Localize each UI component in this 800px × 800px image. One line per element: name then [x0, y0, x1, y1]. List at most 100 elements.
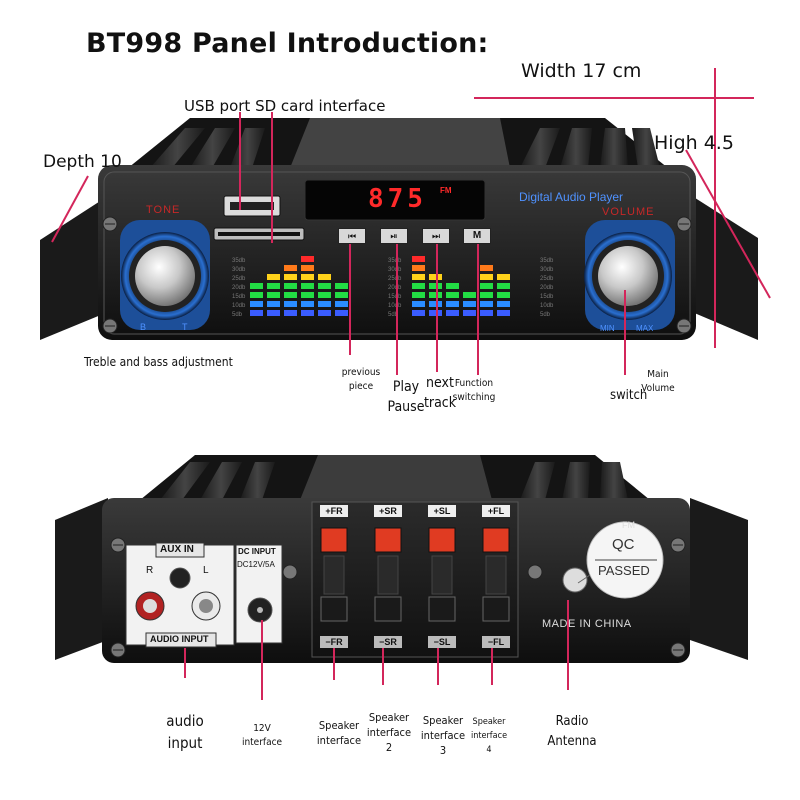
play-pause-button[interactable]: ⏯ — [380, 228, 408, 244]
eq-segment — [335, 301, 348, 307]
eq-segment — [497, 301, 510, 307]
eq-segment — [429, 274, 442, 280]
eq-segment — [284, 301, 297, 307]
next-track-icon: ⏭ — [431, 231, 441, 241]
eq-segment — [480, 274, 493, 280]
tone-knob[interactable] — [120, 220, 210, 330]
mode-icon: M — [472, 230, 482, 241]
eq-segment — [429, 301, 442, 307]
speaker-terminal-positive[interactable] — [374, 527, 402, 553]
tone-t-label: T — [182, 322, 188, 332]
eq-segment — [480, 310, 493, 316]
eq-segment — [480, 283, 493, 289]
aux-jack[interactable] — [169, 567, 191, 589]
width-label: Width 17 cm — [521, 60, 642, 82]
eq-segment — [301, 274, 314, 280]
eq-segment — [412, 301, 425, 307]
audio-input-tag: AUDIO INPUT — [150, 634, 209, 644]
label-treble-bass: Treble and bass adjustment — [84, 355, 233, 369]
eq-segment — [335, 283, 348, 289]
eq-segment — [412, 292, 425, 298]
speaker-terminal-body — [377, 555, 399, 595]
speaker-bottom-label: −FR — [320, 636, 348, 648]
speaker-bottom-label: −SL — [428, 636, 456, 648]
next-track-button[interactable]: ⏭ — [422, 228, 450, 244]
speaker-bottom-label: −SR — [374, 636, 402, 648]
label-next-track: next track — [423, 375, 457, 411]
eq-band-label: 10db — [540, 303, 554, 309]
speaker-terminal-negative[interactable] — [428, 596, 456, 622]
made-in-label: MADE IN CHINA — [542, 618, 632, 630]
eq-band-label: 5db — [388, 312, 399, 318]
eq-band-label: 35db — [232, 258, 246, 264]
usb-sd-label: USB port SD card interface — [184, 97, 386, 115]
speaker-terminal-positive[interactable] — [428, 527, 456, 553]
dc-plate — [235, 544, 283, 644]
speaker-terminal-body — [323, 555, 345, 595]
volume-knob[interactable] — [584, 220, 675, 330]
height-dimension-line — [714, 68, 716, 348]
eq-band-label: 25db — [232, 276, 246, 282]
eq-segment — [250, 283, 263, 289]
eq-segment — [267, 274, 280, 280]
eq-segment — [267, 310, 280, 316]
eq-segment — [497, 310, 510, 316]
page-title: BT998 Panel Introduction: — [86, 28, 489, 59]
display-fm-tag: FM — [440, 186, 452, 195]
speaker-terminal-positive[interactable] — [482, 527, 510, 553]
tone-label: TONE — [146, 204, 181, 216]
prev-track-icon: ⏮ — [347, 231, 357, 241]
speaker-terminal-negative[interactable] — [320, 596, 348, 622]
speaker-terminal-negative[interactable] — [374, 596, 402, 622]
qc-text: QC — [612, 536, 635, 553]
speaker-top-label: +FL — [482, 505, 510, 517]
eq-segment — [267, 292, 280, 298]
eq-segment — [318, 301, 331, 307]
mode-button[interactable]: M — [463, 228, 491, 244]
eq-segment — [301, 283, 314, 289]
tone-b-label: B — [140, 322, 147, 332]
speaker-terminal-negative[interactable] — [482, 596, 510, 622]
eq-segment — [284, 292, 297, 298]
prev-track-button[interactable]: ⏮ — [338, 228, 366, 244]
high-label: High 4.5 — [654, 132, 734, 154]
label-audio-input: audio input — [166, 712, 204, 752]
aux-in-label: AUX IN — [160, 544, 194, 555]
right-flange-back — [690, 498, 748, 660]
eq-band-label: 20db — [232, 285, 246, 291]
eq-segment — [301, 292, 314, 298]
eq-segment — [480, 265, 493, 271]
eq-segment — [497, 292, 510, 298]
left-flange-back — [55, 498, 108, 660]
eq-band-label: 35db — [388, 258, 402, 264]
speaker-top-label: +FR — [320, 505, 348, 517]
label-speaker1: Speaker interface — [316, 719, 362, 747]
eq-segment — [463, 310, 476, 316]
eq-segment — [446, 283, 459, 289]
heatsink-fins — [150, 128, 660, 168]
eq-segment — [318, 283, 331, 289]
eq-segment — [412, 283, 425, 289]
vol-max-label: MAX — [636, 324, 654, 333]
eq-segment — [284, 265, 297, 271]
eq-band-label: 15db — [232, 294, 246, 300]
vol-min-label: MIN — [600, 324, 615, 333]
eq-segment — [335, 292, 348, 298]
eq-segment — [497, 283, 510, 289]
back-unit — [55, 455, 748, 663]
speaker-terminal-positive[interactable] — [320, 527, 348, 553]
eq-segment — [412, 265, 425, 271]
dc-input-label: DC INPUT — [238, 547, 276, 556]
speaker-top-label: +SR — [374, 505, 402, 517]
speaker-terminal-body — [485, 555, 507, 595]
eq-segment — [284, 283, 297, 289]
aux-r-label: R — [146, 565, 154, 576]
led-display — [304, 179, 486, 221]
eq-segment — [301, 310, 314, 316]
speaker-terminals — [320, 527, 510, 622]
eq-segment — [446, 310, 459, 316]
eq-band-label: 35db — [540, 258, 554, 264]
